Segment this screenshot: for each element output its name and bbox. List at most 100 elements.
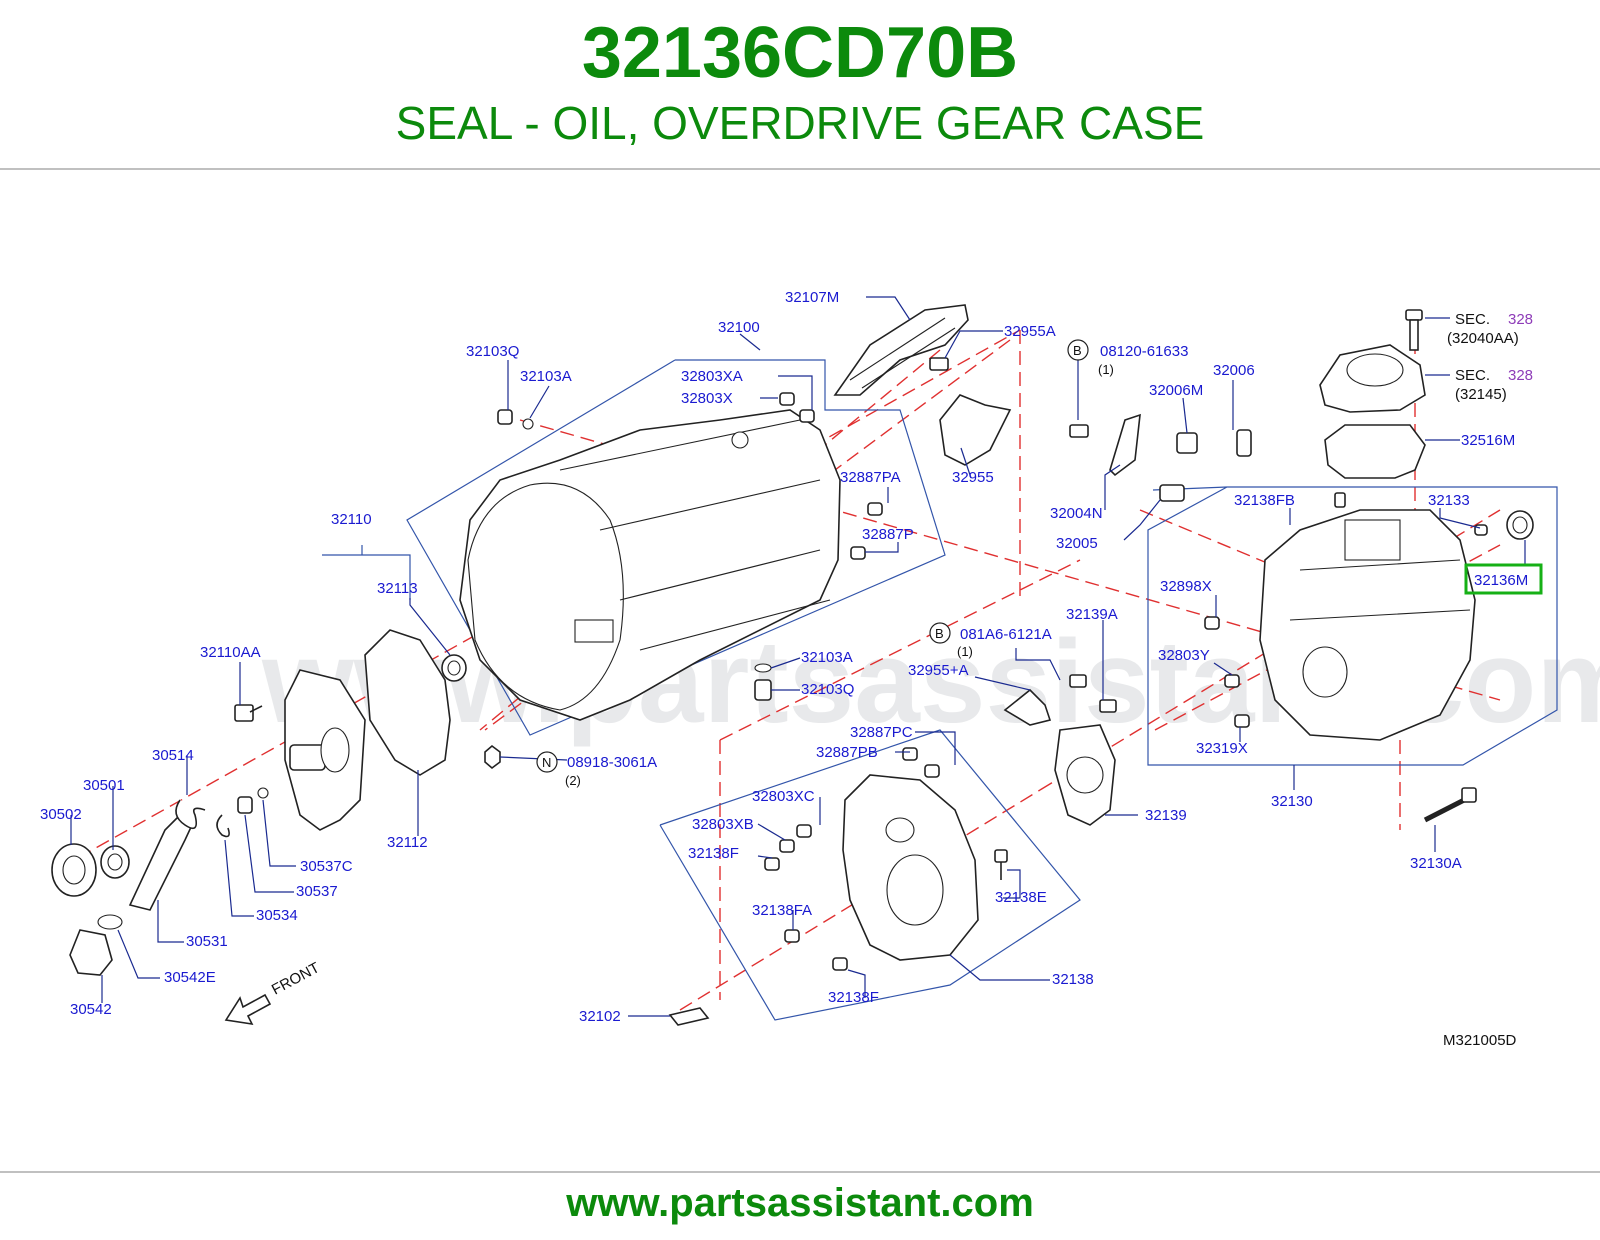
callout-30514: 30514 [152,747,194,764]
front-label: FRONT [269,959,323,998]
adapter-plate-32110 [284,669,366,831]
leader-lines [70,296,1526,1017]
callout-32004N: 32004N [1050,505,1103,522]
callout-32102: 32102 [579,1008,621,1025]
callout-32955-plus-A: 32955+A [908,662,968,679]
dowel-32803XB [779,839,795,853]
sec-ref-1: (32040AA) [1447,330,1519,347]
callout-32103Q-top: 32103Q [466,343,519,360]
bolt-32139A [1099,699,1117,713]
bracket-32955-plus-A [1003,688,1052,726]
release-bearing-30502 [51,843,97,897]
switch-32006 [1236,429,1252,457]
callout-32103Q-mid: 32103Q [801,681,854,698]
plug-32103Q-top [497,409,513,425]
dowel-32138F-bot [832,957,848,971]
overdrive-case-32130 [1259,509,1476,741]
callout-32955A: 32955A [1004,323,1056,340]
gasket-32516M [1324,424,1426,479]
callout-32112: 32112 [387,834,428,851]
dowel-32887PA [867,502,883,516]
dowel-32887PC [924,764,940,778]
callout-32319X: 32319X [1196,740,1248,757]
callout-32133: 32133 [1428,492,1470,509]
front-arrow-icon: FRONT [224,959,323,1026]
callout-32139: 32139 [1145,807,1187,824]
callout-32803X: 32803X [681,390,733,407]
callout-32110AA: 32110AA [200,644,261,661]
callout-32138FB: 32138FB [1234,492,1295,509]
bolt-qty-b2: (1) [957,644,973,659]
callout-32006: 32006 [1213,362,1255,379]
dowel-32319X [1234,714,1250,728]
bolt-qty-b1: (1) [1098,362,1114,377]
bolt-callout-08120: B 08120-61633 (1) [1067,339,1188,377]
dowel-32887P [850,546,866,560]
release-sleeve-30501 [100,845,130,879]
callout-32107M: 32107M [785,289,839,306]
nut-code-n1: 08918-3061A [567,754,657,771]
callout-32803XB: 32803XB [692,816,754,833]
bolt-code-b2: 081A6-6121A [960,626,1052,643]
bolt-32955A [929,357,949,371]
dowel-32803XC [796,824,812,838]
callout-32136M[interactable]: 32136M [1474,572,1528,589]
washer-32103A-mid [754,663,772,673]
callout-32803XC: 32803XC [752,788,815,805]
bolt-callout-081A6: B 081A6-6121A (1) [929,622,1052,659]
washer-30537C [257,787,269,799]
bolt-32138E [994,849,1008,880]
rear-extension-32138 [842,774,979,961]
plug-32103Q-mid [754,679,772,701]
callout-30501: 30501 [83,777,125,794]
callout-32887P: 32887P [862,526,914,543]
callout-32803Y: 32803Y [1158,647,1210,664]
transmission-case-32100 [459,409,841,721]
diagram-code: M321005D [1443,1032,1517,1049]
magnet-32102 [668,1007,710,1026]
callout-32887PA: 32887PA [840,469,901,486]
highlight-box-32136M [1464,563,1543,595]
callout-32138F-bot: 32138F [828,989,879,1006]
spring-30514 [175,799,206,830]
sec-number-2[interactable]: 328 [1508,367,1533,384]
callout-32516M: 32516M [1461,432,1515,449]
nut-qty-n1: (2) [565,773,581,788]
washer-32103A-top [522,418,534,430]
header: 32136CD70B SEAL - OIL, OVERDRIVE GEAR CA… [0,0,1600,170]
bolt-08120 [1069,424,1089,438]
sec-ref-2: (32145) [1455,386,1507,403]
callout-30542: 30542 [70,1001,112,1018]
footer-website-link[interactable]: www.partsassistant.com [566,1181,1034,1225]
bracket-32955 [939,394,1012,466]
dowel-32887PB [902,747,918,761]
callout-30537: 30537 [296,883,338,900]
nut-callout-08918: N 08918-3061A (2) [536,751,657,788]
part-number-title: 32136CD70B [581,13,1019,93]
switch-32005 [1159,484,1185,502]
bolt-letter-b2: B [935,626,944,641]
sec-label-1: SEC. [1455,311,1490,328]
callout-32138FA: 32138FA [752,902,812,919]
bolt-code-b1: 08120-61633 [1100,343,1188,360]
sec-number-1[interactable]: 328 [1508,311,1533,328]
dowel-32803X [779,392,795,406]
withdrawal-lever-30531 [128,813,193,911]
callout-32898X: 32898X [1160,578,1212,595]
callout-32130A: 32130A [1410,855,1462,872]
callout-labels: 32107M 32955A 32100 32103Q 32103A 32803X… [40,289,1533,1025]
callout-32955: 32955 [952,469,994,486]
callout-32103A-top: 32103A [520,368,572,385]
callout-30531: 30531 [186,933,228,950]
callout-32100: 32100 [718,319,760,336]
callout-32138F-top: 32138F [688,845,739,862]
switch-32006M [1176,432,1198,454]
dowel-32803Y [1224,674,1240,688]
boot-30542 [69,929,113,976]
callout-32138E: 32138E [995,889,1047,906]
callout-32130: 32130 [1271,793,1313,810]
bolt-32130A [1423,787,1477,823]
callout-32803XA: 32803XA [681,368,743,385]
dowel-32803XA [799,409,815,423]
